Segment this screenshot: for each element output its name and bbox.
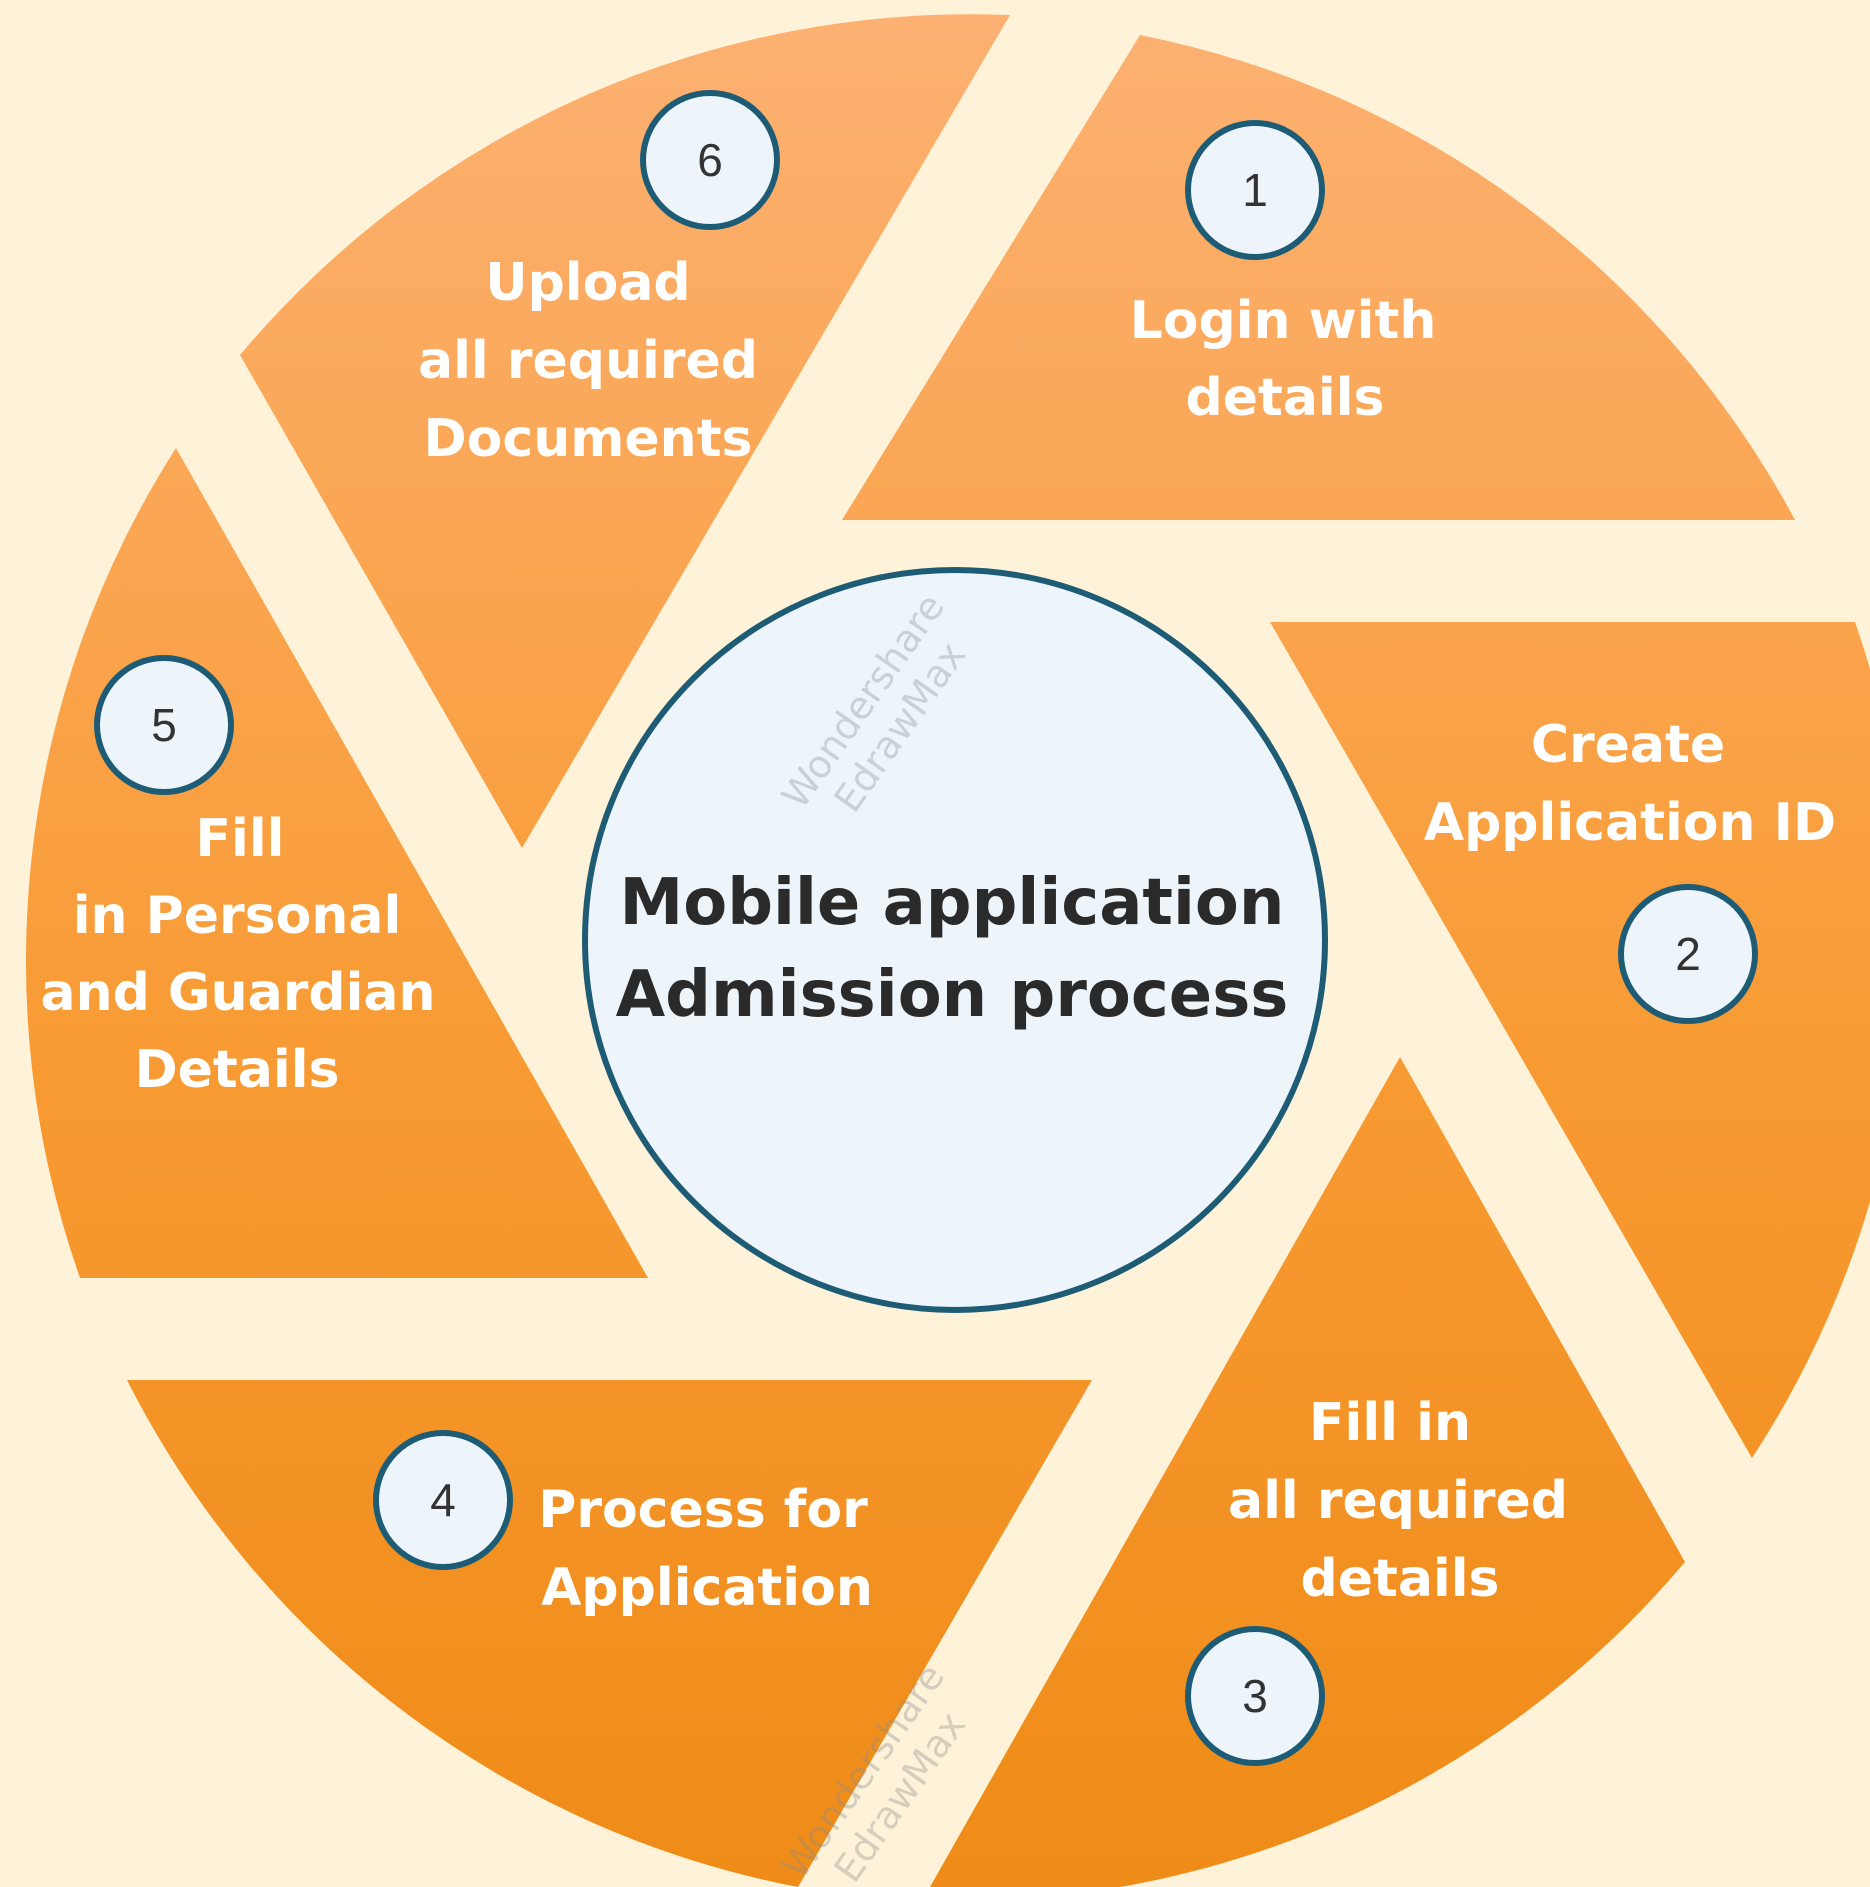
step-5-badge-circle bbox=[94, 655, 234, 795]
step-2-badge-circle bbox=[1618, 884, 1758, 1024]
step-1-segment bbox=[842, 35, 1795, 520]
step-2-number-badge: 2 bbox=[1618, 884, 1758, 1024]
step-5-label: Fill in Personal and Guardian Details bbox=[40, 809, 435, 1100]
step-5-label-line-3: and Guardian bbox=[40, 963, 435, 1023]
step-2-label-line-2: Application ID bbox=[1424, 793, 1836, 853]
center-circle bbox=[582, 567, 1328, 1313]
step-6-label: Upload all required Documents bbox=[418, 253, 758, 469]
step-3-label-line-3: details bbox=[1300, 1549, 1499, 1609]
step-5-number-badge: 5 bbox=[94, 655, 234, 795]
step-4-label-line-1: Process for bbox=[538, 1480, 868, 1540]
step-4-label-line-2: Application bbox=[541, 1558, 873, 1618]
center-title-line-1: Mobile application bbox=[620, 866, 1285, 940]
step-3-segment bbox=[930, 1057, 1685, 1887]
center-hub: Mobile application Admission process bbox=[582, 567, 1328, 1313]
step-4-segment bbox=[127, 1380, 1092, 1887]
step-6-badge-circle bbox=[640, 90, 780, 230]
step-2-segment bbox=[1270, 622, 1870, 1458]
step-5-label-line-2: in Personal bbox=[73, 886, 402, 946]
step-2-label-line-1: Create bbox=[1531, 715, 1725, 775]
step-6-label-line-3: Documents bbox=[423, 409, 752, 469]
step-1-label: Login with details bbox=[1130, 291, 1437, 428]
step-4-badge-circle bbox=[373, 1430, 513, 1570]
step-4-number-badge: 4 bbox=[373, 1430, 513, 1570]
step-4-label: Process for Application bbox=[538, 1480, 873, 1618]
step-5-label-line-1: Fill bbox=[196, 809, 285, 869]
step-5-number: 5 bbox=[151, 699, 177, 751]
step-3-number: 3 bbox=[1242, 1670, 1268, 1722]
step-5-segment bbox=[25, 448, 648, 1278]
step-6-segment bbox=[240, 14, 1010, 849]
step-6-number-badge: 6 bbox=[640, 90, 780, 230]
step-4-number: 4 bbox=[430, 1474, 456, 1526]
step-1-number-badge: 1 bbox=[1185, 120, 1325, 260]
process-ring bbox=[25, 14, 1870, 1887]
step-1-number: 1 bbox=[1242, 164, 1268, 216]
step-6-label-line-1: Upload bbox=[485, 253, 690, 313]
step-6-number: 6 bbox=[697, 134, 723, 186]
step-3-label-line-1: Fill in bbox=[1309, 1393, 1471, 1453]
step-6-label-line-2: all required bbox=[418, 331, 758, 391]
step-2-number: 2 bbox=[1675, 928, 1701, 980]
step-3-number-badge: 3 bbox=[1185, 1626, 1325, 1766]
step-1-badge-circle bbox=[1185, 120, 1325, 260]
step-3-badge-circle bbox=[1185, 1626, 1325, 1766]
step-1-label-line-2: details bbox=[1185, 368, 1384, 428]
step-1-label-line-1: Login with bbox=[1130, 291, 1437, 351]
center-title-line-2: Admission process bbox=[616, 958, 1289, 1032]
step-3-label: Fill in all required details bbox=[1228, 1393, 1568, 1609]
step-3-label-line-2: all required bbox=[1228, 1471, 1568, 1531]
step-2-label: Create Application ID bbox=[1424, 715, 1836, 853]
step-5-label-line-4: Details bbox=[135, 1040, 340, 1100]
